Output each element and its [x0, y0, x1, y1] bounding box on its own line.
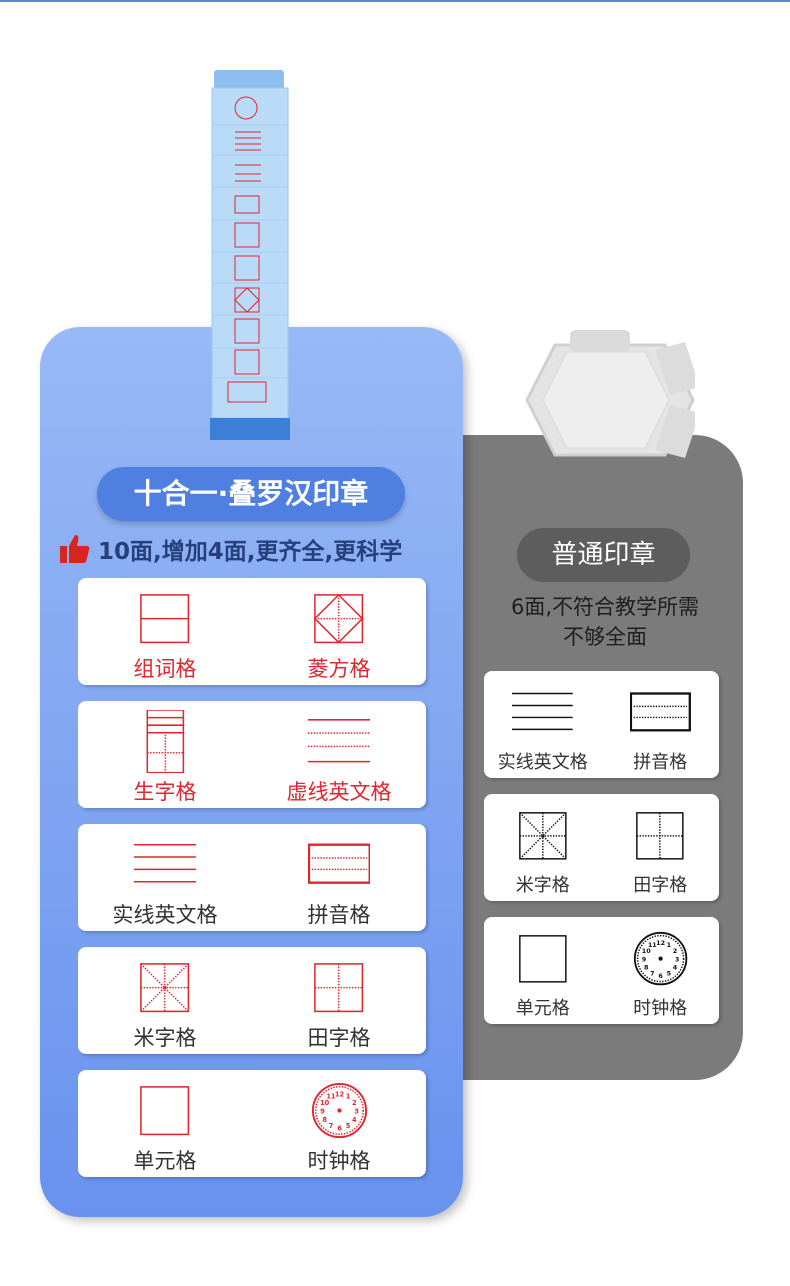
svg-text:12: 12	[334, 1090, 344, 1098]
xuxian-grid-icon	[307, 713, 371, 770]
grid-type-label: 生字格	[133, 780, 197, 804]
desc-line-1: 6面,不符合教学所需	[510, 595, 700, 619]
svg-text:5: 5	[666, 970, 671, 978]
grid-type-label: 田字格	[307, 1026, 371, 1050]
svg-text:1: 1	[666, 941, 671, 949]
svg-text:10: 10	[320, 1099, 330, 1107]
grid-type-item: 田字格	[252, 947, 426, 1054]
tianzi-grid-icon	[313, 959, 364, 1016]
top-divider	[0, 0, 790, 2]
left-feature-card: 组词格 菱方格	[78, 578, 426, 685]
left-feature-card: 生字格 虚线英文格	[78, 701, 426, 808]
tianzi-grid-icon	[635, 808, 685, 863]
danyuan-grid-icon	[518, 931, 568, 986]
grid-type-label: 实线英文格	[497, 752, 588, 774]
shixian-grid-icon	[133, 836, 197, 893]
svg-text:11: 11	[648, 941, 657, 949]
lingfang-grid-icon	[313, 590, 364, 647]
svg-text:8: 8	[644, 964, 649, 972]
mizi-grid-icon	[139, 959, 190, 1016]
svg-text:3: 3	[354, 1107, 359, 1115]
grid-type-label: 时钟格	[633, 998, 688, 1020]
svg-text:9: 9	[320, 1107, 325, 1115]
thumbs-up-icon	[60, 535, 90, 563]
desc-line-2: 不够全面	[563, 625, 647, 649]
svg-text:2: 2	[351, 1099, 356, 1107]
svg-text:4: 4	[351, 1116, 356, 1124]
grid-type-item: 米字格	[484, 794, 602, 901]
svg-text:9: 9	[641, 955, 646, 963]
grid-type-item: 实线英文格	[484, 671, 602, 778]
grid-type-label: 拼音格	[633, 752, 688, 774]
ordinary-stamp-description: 6面,不符合教学所需 不够全面	[470, 592, 740, 652]
grid-type-item: 拼音格	[602, 671, 720, 778]
right-feature-card: 实线英文格 拼音格	[484, 671, 719, 778]
svg-text:7: 7	[328, 1122, 333, 1130]
svg-text:10: 10	[641, 947, 650, 955]
shengzi-grid-icon	[134, 710, 197, 773]
grid-type-item: 虚线英文格	[252, 701, 426, 808]
shixian-grid-icon	[512, 685, 574, 740]
svg-text:8: 8	[322, 1116, 327, 1124]
grid-type-label: 菱方格	[307, 657, 371, 681]
grid-type-item: 米字格	[78, 947, 252, 1054]
grid-type-item: 菱方格	[252, 578, 426, 685]
svg-text:4: 4	[672, 964, 677, 972]
grid-type-label: 虚线英文格	[286, 780, 392, 804]
svg-text:3: 3	[675, 955, 679, 963]
pinyin-grid-icon	[307, 836, 371, 893]
grid-type-label: 单元格	[515, 998, 570, 1020]
grid-type-label: 时钟格	[307, 1149, 371, 1173]
grid-type-label: 米字格	[133, 1026, 197, 1050]
subtitle-text: 10面,增加4面,更齐全,更科学	[98, 539, 403, 565]
right-feature-card: 米字格 田字格	[484, 794, 719, 901]
grid-type-item: 组词格	[78, 578, 252, 685]
svg-text:7: 7	[650, 970, 654, 978]
stacked-stamp-image	[210, 70, 290, 440]
grid-type-label: 单元格	[133, 1149, 197, 1173]
grid-type-item: 田字格	[602, 794, 720, 901]
grid-type-label: 实线英文格	[112, 903, 218, 927]
grid-type-item: 生字格	[78, 701, 252, 808]
zuci-grid-icon	[139, 590, 190, 647]
svg-text:12: 12	[656, 939, 665, 947]
ordinary-stamp-title: 普通印章	[517, 528, 690, 582]
svg-text:6: 6	[337, 1124, 342, 1132]
left-feature-card: 米字格 田字格	[78, 947, 426, 1054]
grid-type-item: 实线英文格	[78, 824, 252, 931]
left-feature-card: 实线英文格 拼音格	[78, 824, 426, 931]
grid-type-item: 单元格	[484, 917, 602, 1024]
grid-type-label: 拼音格	[307, 903, 371, 927]
grid-type-label: 组词格	[133, 657, 197, 681]
grid-type-label: 米字格	[515, 875, 570, 897]
grid-type-item: 拼音格	[252, 824, 426, 931]
svg-text:2: 2	[672, 947, 676, 955]
ten-in-one-subtitle: 10面,增加4面,更齐全,更科学	[60, 532, 402, 566]
grid-type-item: 单元格	[78, 1070, 252, 1177]
svg-text:5: 5	[345, 1122, 350, 1130]
svg-text:11: 11	[326, 1093, 336, 1101]
svg-text:6: 6	[658, 972, 663, 980]
mizi-grid-icon	[518, 808, 568, 863]
danyuan-grid-icon	[139, 1082, 190, 1139]
hexagon-stamp-image	[525, 330, 695, 458]
ten-in-one-title: 十合一·叠罗汉印章	[97, 467, 405, 521]
pinyin-grid-icon	[629, 685, 691, 740]
grid-type-label: 田字格	[633, 875, 688, 897]
svg-text:1: 1	[345, 1093, 350, 1101]
